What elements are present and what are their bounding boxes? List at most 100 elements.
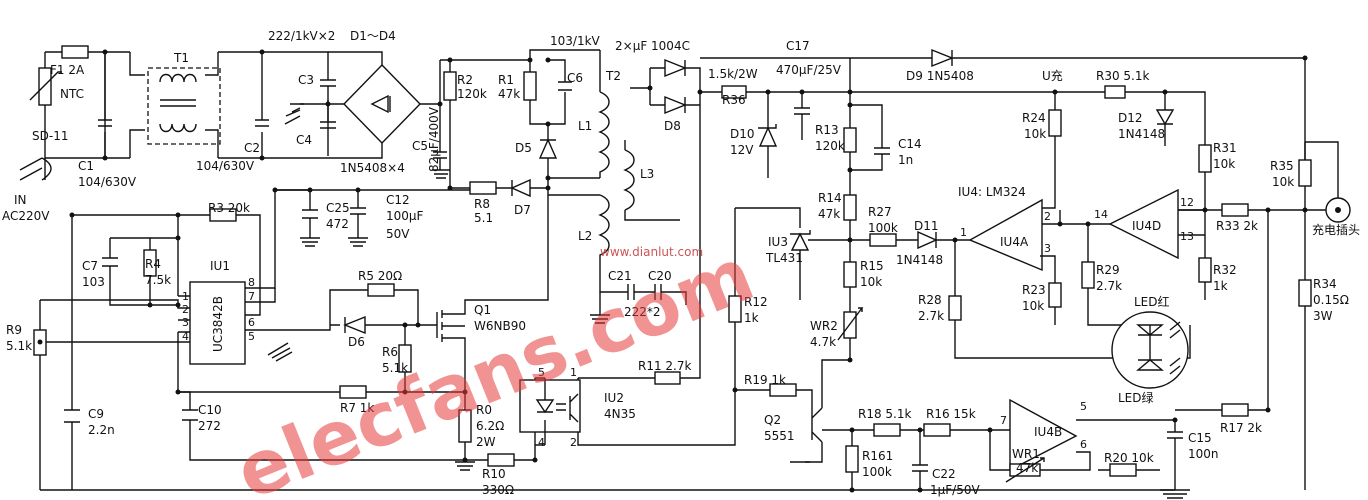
label-q1: Q1 <box>474 303 491 317</box>
label-r32-value: 1k <box>1213 279 1228 293</box>
label-r1-value: 47k <box>498 87 520 101</box>
label-c22-value: 1μF/50V <box>930 483 980 497</box>
transformer-t1 <box>147 67 221 145</box>
label-r6: R6 <box>382 345 398 359</box>
ground-symbols <box>267 103 1190 499</box>
diode-d6 <box>343 315 366 335</box>
resistor-r23 <box>1048 282 1062 308</box>
label-c15-value: 100n <box>1188 447 1219 461</box>
label-d6: D6 <box>348 335 365 349</box>
label-d11: D11 <box>914 219 939 233</box>
label-d12: D12 <box>1118 111 1143 125</box>
label-c2-value: 104/630V <box>196 159 255 173</box>
resistor-r31 <box>1198 144 1212 173</box>
label-c14: C14 <box>898 137 922 151</box>
label-d11-value: 1N4148 <box>896 253 943 267</box>
label-charge-plug: 充电插头 <box>1312 222 1360 237</box>
opamp-iu4b <box>1009 398 1078 472</box>
label-c22: C22 <box>932 467 956 481</box>
resistor-r32 <box>1198 257 1212 283</box>
label-sd11: SD-11 <box>32 129 68 143</box>
pin-numbers: 1 2 3 4 5 6 7 8 1 2 3 12 13 14 5 6 7 5 1… <box>182 196 1194 451</box>
resistor-r33 <box>1221 203 1249 217</box>
pin-2: 2 <box>182 303 189 316</box>
label-r28-value: 2.7k <box>918 309 944 323</box>
label-in: IN <box>14 193 27 207</box>
label-l3: L3 <box>640 167 654 181</box>
pin-a3: 3 <box>1044 242 1051 255</box>
label-c222: 222*2 <box>624 305 661 319</box>
label-r32: R32 <box>1213 263 1237 277</box>
label-r5: R5 20Ω <box>358 269 402 283</box>
label-r23-value: 10k <box>1022 299 1044 313</box>
label-c25: C25 <box>326 201 350 215</box>
ic-uc3842 <box>189 281 246 365</box>
diode-d9 <box>931 48 954 68</box>
label-r30: R30 5.1k <box>1096 69 1150 83</box>
label-r10: R10 <box>482 467 506 481</box>
label-r2-value: 120k <box>457 87 487 101</box>
label-r3: R3 20k <box>208 201 250 215</box>
label-dx: 2×μF 1004C <box>615 39 690 53</box>
label-iu3: IU3 <box>768 235 788 249</box>
resistor-r30 <box>1104 85 1126 99</box>
label-r11: R11 2.7k <box>638 359 692 373</box>
watermark-url: www.dianlut.com <box>600 245 703 259</box>
resistor-r17 <box>1221 403 1249 417</box>
resistor-r27 <box>869 233 897 247</box>
resistor-r0 <box>458 409 472 443</box>
pin-o2: 2 <box>570 436 577 449</box>
diode-d5 <box>538 138 558 159</box>
label-u-charge: U充 <box>1042 68 1063 83</box>
label-c21: C21 <box>608 269 632 283</box>
label-ac220v: AC220V <box>2 209 50 223</box>
label-c103: 103/1kV <box>550 34 601 48</box>
label-q2-value: 5551 <box>764 429 795 443</box>
label-r7: R7 1k <box>340 401 374 415</box>
label-c5: C5 <box>412 139 428 153</box>
label-led-green: LED绿 <box>1118 390 1154 405</box>
label-iu4b: IU4B <box>1034 425 1062 439</box>
label-wr2-value: 4.7k <box>810 335 836 349</box>
label-d5: D5 <box>515 141 532 155</box>
resistor-r6 <box>398 344 412 373</box>
label-r36-value: 1.5k/2W <box>708 67 758 81</box>
label-l2: L2 <box>578 229 592 243</box>
label-r20: R20 10k <box>1104 451 1154 465</box>
label-t2: T2 <box>605 69 621 83</box>
label-r35-value: 10k <box>1272 175 1294 189</box>
label-r9-value: 5.1k <box>6 339 32 353</box>
label-r0-value2: 2W <box>476 435 496 449</box>
label-d1-d4: D1～D4 <box>350 29 396 43</box>
label-r34-value2: 3W <box>1313 309 1333 323</box>
label-r161-value: 100k <box>862 465 892 479</box>
pin-o1: 1 <box>570 366 577 379</box>
resistor-r14 <box>843 194 857 221</box>
pin-a1: 1 <box>960 226 967 239</box>
label-r14: R14 <box>818 191 842 205</box>
label-r0: R0 <box>476 403 492 417</box>
label-iu2-value: 4N35 <box>604 407 636 421</box>
label-r13: R13 <box>815 123 839 137</box>
bridge-rectifier <box>343 63 421 145</box>
label-r28: R28 <box>918 293 942 307</box>
label-q2: Q2 <box>764 413 781 427</box>
resistor-r11 <box>654 371 681 385</box>
resistor-r24 <box>1048 109 1062 137</box>
label-c25-value: 472 <box>326 217 349 231</box>
pin-d13: 13 <box>1180 230 1194 243</box>
resistor-r15 <box>843 261 857 288</box>
label-iu1: IU1 <box>210 259 230 273</box>
resistor-r5 <box>367 283 395 297</box>
label-r23: R23 <box>1022 283 1046 297</box>
label-r4-value: 7.5k <box>145 273 171 287</box>
label-r6-value: 5.1k <box>382 361 408 375</box>
opamp-iu4d <box>1108 188 1179 260</box>
label-r16: R16 15k <box>926 407 976 421</box>
label-d10: D10 <box>730 127 755 141</box>
label-iu3-value: TL431 <box>765 251 803 265</box>
label-t1: T1 <box>173 51 189 65</box>
label-d8: D8 <box>664 119 681 133</box>
label-l1: L1 <box>578 119 592 133</box>
resistor-r8 <box>469 181 497 195</box>
